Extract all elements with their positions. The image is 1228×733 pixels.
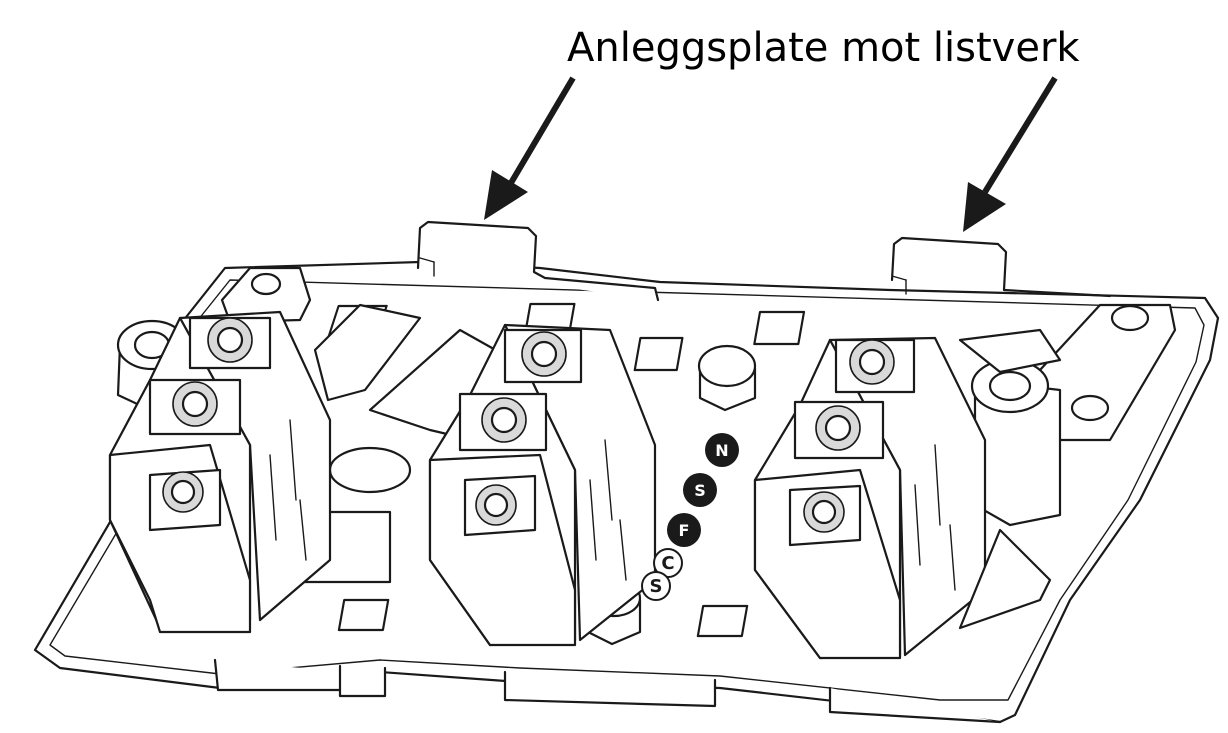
contact-tab-right: [890, 236, 1112, 298]
svg-text:N: N: [715, 441, 728, 460]
callout-label: Anleggsplate mot listverk: [567, 25, 1080, 71]
center-pegs: [328, 344, 757, 646]
svg-text:S: S: [694, 481, 706, 500]
marking-n: N: [705, 433, 739, 467]
callout-arrow-left: [484, 76, 576, 220]
marking-f: F: [667, 513, 701, 547]
marking-s: S: [683, 473, 717, 507]
svg-text:S: S: [650, 576, 663, 597]
svg-text:F: F: [679, 521, 690, 540]
terminal-screws: [162, 317, 895, 533]
mounting-post-right: [970, 303, 1177, 527]
terminal-markings: N S F C S: [641, 433, 739, 601]
svg-text:C: C: [661, 553, 674, 574]
callout-arrow-right: [963, 76, 1058, 232]
contact-tab-left: [416, 220, 660, 302]
right-cutout: [958, 328, 1062, 630]
marking-s2: S: [641, 571, 671, 601]
terminal-block-center: [428, 323, 657, 647]
marking-c: C: [653, 548, 683, 578]
